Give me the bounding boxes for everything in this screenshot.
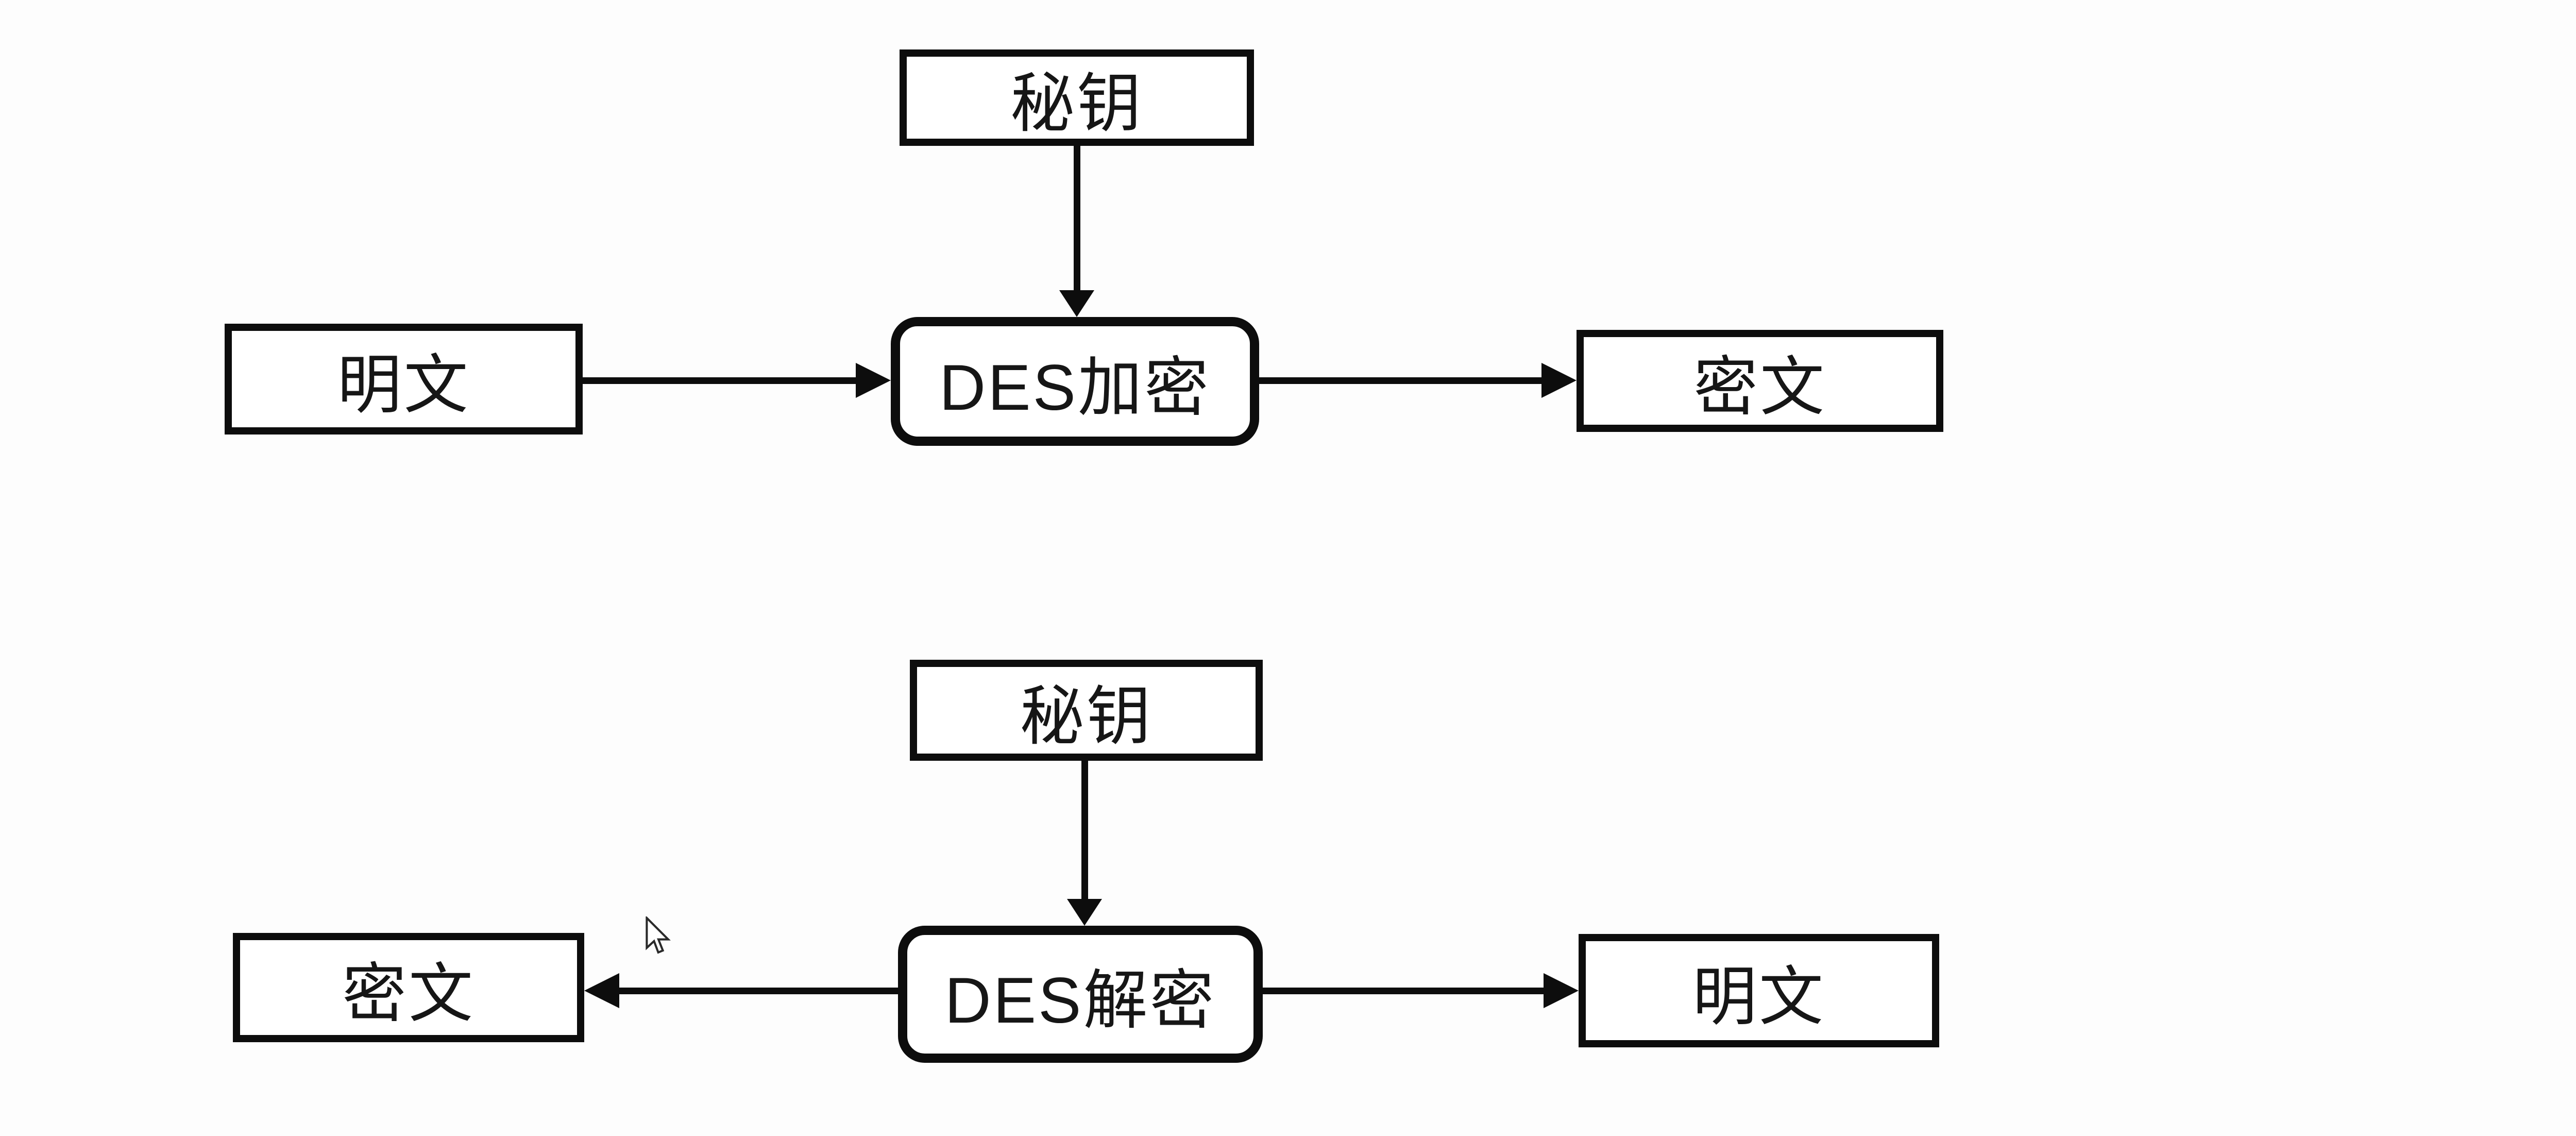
arrow-shaft (1074, 146, 1080, 294)
arrow-head (856, 363, 891, 398)
decryption-ciphertext-box: 密文 (233, 933, 584, 1042)
arrow-shaft (1259, 377, 1547, 384)
encryption-ciphertext-box: 密文 (1577, 330, 1943, 432)
arrow-down-icon (1059, 146, 1094, 317)
arrow-shaft (614, 988, 898, 994)
decryption-plaintext-label: 明文 (1692, 961, 1825, 1033)
arrow-head (1067, 899, 1102, 926)
arrow-head (1544, 973, 1579, 1008)
arrow-shaft (1263, 988, 1549, 994)
encryption-key-box: 秘钥 (900, 49, 1254, 146)
arrow-shaft (583, 377, 861, 384)
decryption-key-box: 秘钥 (910, 660, 1263, 761)
encryption-plaintext-label: 明文 (337, 349, 470, 421)
arrow-right-icon (1263, 973, 1579, 1008)
decryption-ciphertext-label: 密文 (342, 958, 475, 1030)
arrow-left-icon (584, 973, 898, 1008)
arrow-head (1059, 290, 1094, 317)
encryption-plaintext-box: 明文 (225, 324, 583, 435)
arrow-down-icon (1067, 761, 1102, 926)
encryption-ciphertext-label: 密文 (1693, 351, 1826, 423)
arrow-head (584, 973, 619, 1008)
decryption-process-label: DES解密 (944, 964, 1216, 1037)
decryption-plaintext-box: 明文 (1579, 934, 1939, 1047)
arrow-right-icon (1259, 363, 1577, 398)
decryption-process-box: DES解密 (898, 926, 1263, 1063)
encryption-process-label: DES加密 (939, 352, 1211, 424)
encryption-process-box: DES加密 (891, 317, 1259, 446)
encryption-key-label: 秘钥 (1010, 68, 1143, 140)
mouse-cursor-icon (646, 916, 671, 954)
decryption-key-label: 秘钥 (1020, 680, 1153, 753)
arrow-right-icon (583, 363, 891, 398)
arrow-shaft (1081, 761, 1088, 903)
arrow-head (1541, 363, 1577, 398)
